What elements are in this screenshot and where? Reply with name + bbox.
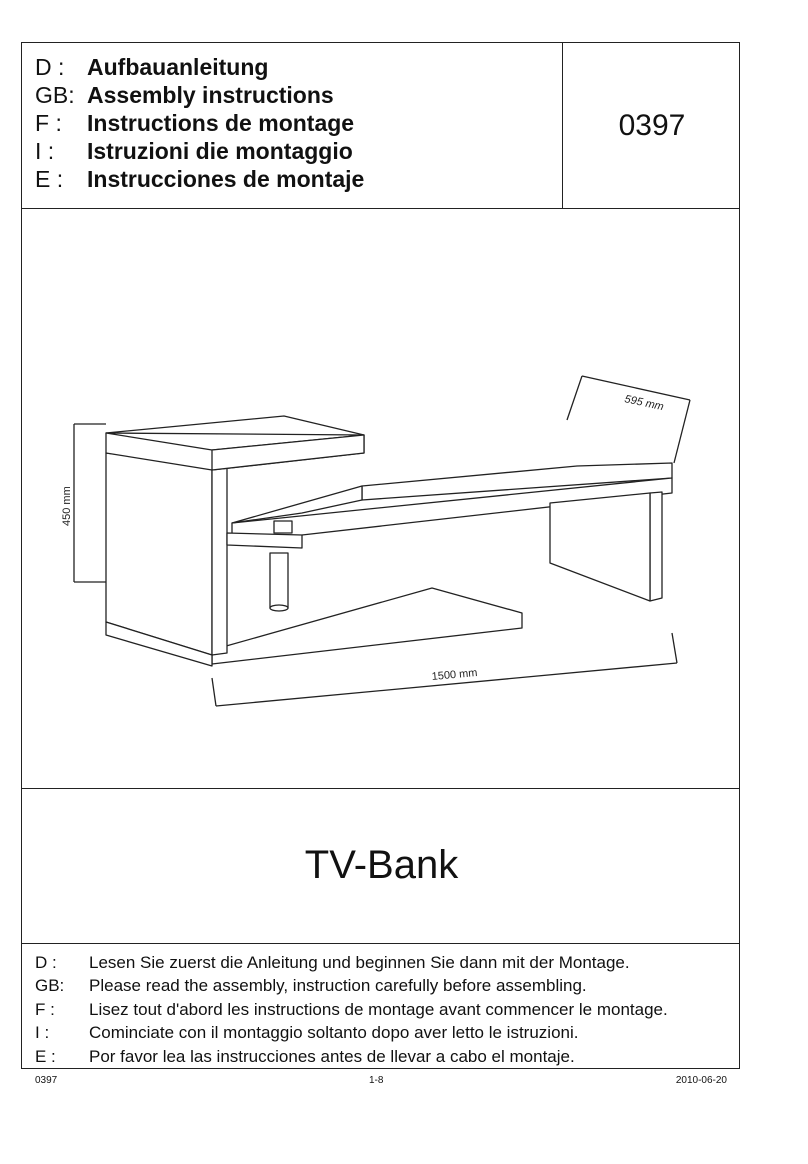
cylinder-leg: [269, 520, 293, 612]
footer-date: 2010-06-20: [675, 1075, 727, 1086]
tv-bench-drawing: 595 mm 450 mm 1500 mm: [61, 375, 691, 707]
language-code: GB:: [35, 976, 65, 996]
note-row-d: D : Lesen Sie zuerst die Anleitung und b…: [35, 951, 668, 975]
language-code: D :: [35, 53, 65, 80]
title-row-gb: GB: Assembly instructions: [35, 81, 364, 109]
note-row-e: E : Por favor lea las instrucciones ante…: [35, 1045, 668, 1069]
instruction-notes: D : Lesen Sie zuerst die Anleitung und b…: [35, 951, 668, 1069]
doc-number: 0397: [618, 108, 686, 142]
title-row-e: E : Instrucciones de montaje: [35, 165, 364, 193]
note-text: Please read the assembly, instruction ca…: [89, 976, 587, 996]
note-row-f: F : Lisez tout d'abord les instructions …: [35, 998, 668, 1022]
language-code: F :: [35, 109, 62, 136]
title-text: Aufbauanleitung: [87, 53, 269, 80]
note-text: Lesen Sie zuerst die Anleitung und begin…: [89, 952, 630, 972]
title-text: Instrucciones de montaje: [87, 165, 365, 192]
title-list: D : Aufbauanleitung GB: Assembly instruc…: [35, 53, 364, 193]
height-dimension: [73, 423, 106, 583]
note-text: Por favor lea las instrucciones antes de…: [89, 1046, 575, 1066]
middle-shelf: [226, 532, 303, 549]
divider-illustration: [22, 788, 739, 789]
divider-doc-number: [562, 43, 563, 208]
note-text: Lisez tout d'abord les instructions de m…: [89, 999, 668, 1019]
height-label: 450 mm: [61, 486, 73, 526]
divider-product: [22, 943, 739, 944]
title-text: Assembly instructions: [87, 81, 334, 108]
language-code: GB:: [35, 81, 75, 108]
note-row-gb: GB: Please read the assembly, instructio…: [35, 975, 668, 999]
right-leg: [549, 491, 663, 602]
document-frame: D : Aufbauanleitung GB: Assembly instruc…: [21, 42, 741, 1086]
footer-page-number: 1-8: [369, 1075, 384, 1086]
language-code: E :: [35, 1046, 56, 1066]
divider-header: [22, 208, 739, 209]
note-text: Cominciate con il montaggio soltanto dop…: [89, 1023, 579, 1043]
language-code: D :: [35, 952, 57, 972]
width-dimension: [211, 632, 678, 707]
title-row-f: F : Instructions de montage: [35, 109, 364, 137]
footer-doc-number: 0397: [35, 1075, 58, 1086]
title-row-d: D : Aufbauanleitung: [35, 53, 364, 81]
depth-label: 595 mm: [623, 393, 664, 413]
language-code: I :: [35, 137, 55, 164]
note-row-i: I : Cominciate con il montaggio soltanto…: [35, 1022, 668, 1046]
language-code: F :: [35, 999, 55, 1019]
tv-bench-illustration: 595 mm 450 mm 1500 mm: [22, 208, 741, 788]
width-label: 1500 mm: [431, 667, 478, 683]
long-top-panel: [231, 462, 673, 539]
left-box: [105, 452, 228, 667]
title-text: Istruzioni die montaggio: [87, 137, 353, 164]
bottom-shelf: [211, 587, 523, 665]
product-name: TV-Bank: [304, 843, 459, 887]
language-code: E :: [35, 165, 64, 192]
top-left-panel: [105, 415, 365, 471]
depth-dimension: [566, 375, 691, 464]
title-row-i: I : Istruzioni die montaggio: [35, 137, 364, 165]
language-code: I :: [35, 1023, 50, 1043]
title-text: Instructions de montage: [87, 109, 355, 136]
